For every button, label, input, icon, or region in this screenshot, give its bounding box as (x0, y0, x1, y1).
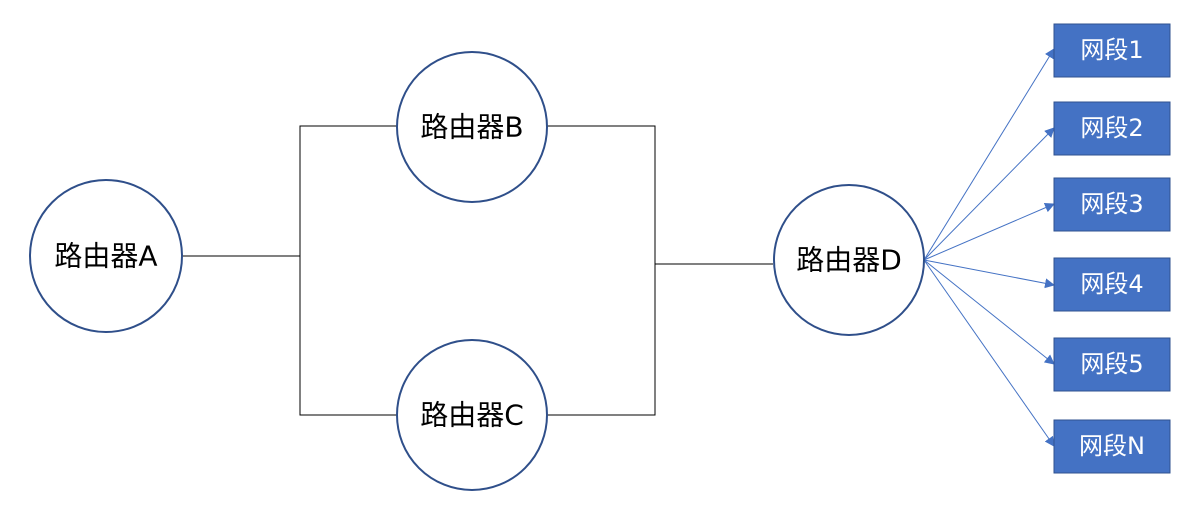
router-d: 路由器D (773, 184, 925, 336)
arrow-to-segment-2 (923, 127, 1055, 261)
segment-1: 网段1 (1053, 23, 1171, 78)
segment-n: 网段N (1053, 419, 1171, 474)
segment-3-box (1053, 177, 1171, 232)
router-b-label: 路由器B (420, 111, 523, 144)
segment-1-label: 网段1 (1080, 36, 1143, 64)
connector-lines (182, 125, 773, 416)
arrow-to-segment-4 (923, 259, 1055, 289)
segment-2-box (1053, 101, 1171, 156)
arrow-to-segment-n (923, 259, 1055, 447)
arrow-to-segment-1 (923, 48, 1055, 261)
router-c-circle (396, 339, 548, 491)
arrow-to-segment-5 (923, 259, 1055, 365)
segment-4: 网段4 (1053, 257, 1171, 312)
segment-4-box (1053, 257, 1171, 312)
arrow-to-segment-3 (923, 202, 1055, 261)
segment-5: 网段5 (1053, 337, 1171, 392)
right-bracket (547, 125, 656, 416)
router-d-circle (773, 184, 925, 336)
segment-n-label: 网段N (1079, 432, 1145, 460)
router-c: 路由器C (396, 339, 548, 491)
router-a-label: 路由器A (54, 240, 157, 273)
segment-n-box (1053, 419, 1171, 474)
segment-2: 网段2 (1053, 101, 1171, 156)
segment-3: 网段3 (1053, 177, 1171, 232)
segment-arrows (923, 48, 1055, 447)
segment-3-label: 网段3 (1080, 190, 1143, 218)
router-c-label: 路由器C (420, 399, 524, 432)
segment-2-label: 网段2 (1080, 114, 1143, 142)
left-bracket (299, 125, 397, 416)
segment-1-box (1053, 23, 1171, 78)
segment-5-box (1053, 337, 1171, 392)
router-b-circle (396, 51, 548, 203)
segment-4-label: 网段4 (1080, 270, 1143, 298)
segment-5-label: 网段5 (1080, 350, 1143, 378)
router-d-label: 路由器D (796, 244, 902, 277)
router-b: 路由器B (396, 51, 548, 203)
router-a: 路由器A (29, 179, 183, 333)
router-a-circle (29, 179, 183, 333)
